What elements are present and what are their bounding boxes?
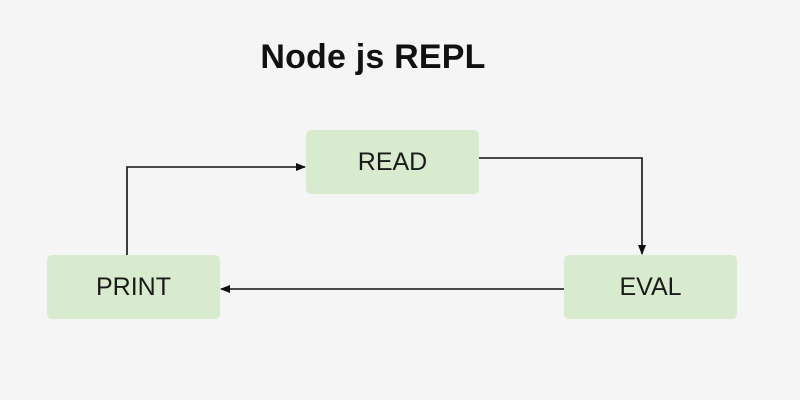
eval-node-label: EVAL <box>619 272 682 301</box>
read-node-label: READ <box>357 147 428 176</box>
arrow-print-to-read <box>126 163 306 255</box>
read-node: READ <box>306 130 479 194</box>
print-node-label: PRINT <box>96 272 171 301</box>
diagram-title: Node js REPL <box>260 38 486 76</box>
eval-node: EVAL <box>564 255 737 319</box>
print-node: PRINT <box>47 255 220 319</box>
arrow-read-to-eval <box>479 157 646 255</box>
